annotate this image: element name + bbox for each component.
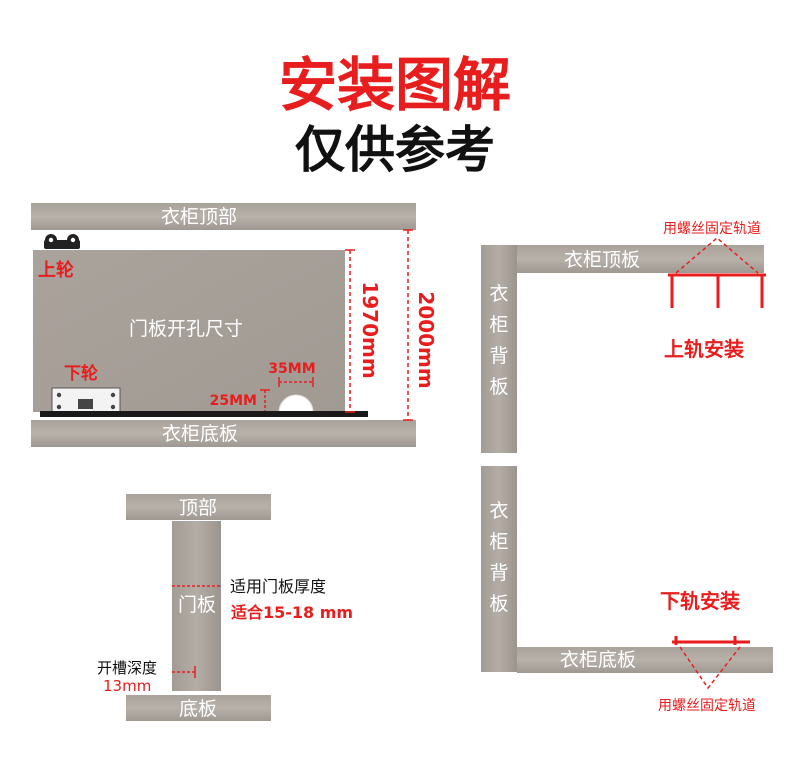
bottom-board xyxy=(126,695,271,721)
upper-wheel-label: 上轮 xyxy=(38,259,74,281)
groove-label: 开槽深度 xyxy=(97,659,157,677)
upper-rail-diagram: 衣柜背板 衣柜顶板 用螺丝固定轨道 上轨安装 xyxy=(481,221,766,453)
top-board-upper xyxy=(517,245,764,273)
top-board xyxy=(126,494,271,520)
lower-rail-diagram: 衣柜背板 衣柜底板 下轨安装 用螺丝固定轨道 xyxy=(481,466,773,714)
upper-screw-note: 用螺丝固定轨道 xyxy=(663,221,761,237)
lower-wheel-label: 下轮 xyxy=(64,363,98,384)
upper-wheel-icon xyxy=(44,234,80,249)
hole-width-label: 35MM xyxy=(268,361,315,377)
back-board-lower-label: 衣柜背板 xyxy=(489,500,508,615)
door-board xyxy=(172,521,221,691)
door-board-label: 门板 xyxy=(178,594,216,616)
back-board-lower xyxy=(481,466,517,672)
thickness-value: 适合15-18 mm xyxy=(231,603,353,622)
top-board-upper-label: 衣柜顶板 xyxy=(564,249,640,271)
back-board-upper xyxy=(481,245,517,453)
upper-rail-icon xyxy=(668,273,766,308)
lower-rail-icon xyxy=(672,636,750,645)
door-panel-label: 门板开孔尺寸 xyxy=(129,318,243,340)
door-diagram: 衣柜顶部 门板开孔尺寸 上轮 下轮 35MM xyxy=(31,203,438,447)
lower-wheel-icon xyxy=(51,387,121,415)
page-subtitle: 仅供参考 xyxy=(295,121,495,179)
hinge-hole xyxy=(278,394,314,413)
bottom-board-lower xyxy=(517,647,773,673)
upper-rail-title: 上轨安装 xyxy=(664,337,744,361)
cross-section-diagram: 顶部 门板 底板 适用门板厚度 适合15-18 mm 开槽深度 13mm xyxy=(97,494,353,721)
page-title: 安装图解 xyxy=(279,51,511,119)
thickness-label: 适用门板厚度 xyxy=(230,577,326,596)
back-board-upper-label: 衣柜背板 xyxy=(489,283,508,398)
wardrobe-top-board-label: 衣柜顶部 xyxy=(161,206,237,228)
bottom-board-lower-label: 衣柜底板 xyxy=(560,649,636,671)
wardrobe-bottom-board-label: 衣柜底板 xyxy=(162,423,238,445)
total-height-label: 2000mm xyxy=(414,291,438,388)
wardrobe-top-board xyxy=(31,203,416,230)
panel-height-label: 1970mm xyxy=(358,281,382,378)
top-board-label: 顶部 xyxy=(179,497,217,519)
wardrobe-bottom-board xyxy=(31,420,416,447)
bottom-board-label: 底板 xyxy=(179,698,217,720)
door-panel xyxy=(33,250,345,412)
lower-screw-note: 用螺丝固定轨道 xyxy=(658,698,756,714)
groove-value: 13mm xyxy=(103,677,151,695)
lower-rail-title: 下轨安装 xyxy=(660,589,740,613)
hole-height-label: 25MM xyxy=(210,393,257,409)
lower-track xyxy=(40,411,368,417)
